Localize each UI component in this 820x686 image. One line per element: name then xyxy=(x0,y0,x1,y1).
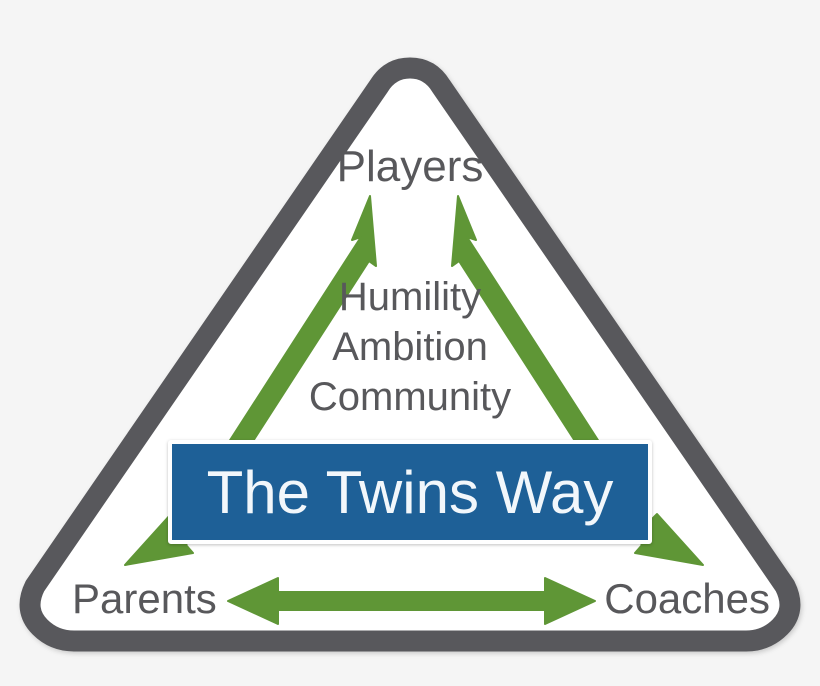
core-value-ambition: Ambition xyxy=(332,325,488,369)
arrow-parents-coaches xyxy=(227,577,596,625)
banner-title: The Twins Way xyxy=(206,458,614,526)
node-label-parents: Parents xyxy=(72,575,217,622)
arrow-coaches-players xyxy=(451,195,704,566)
core-value-community: Community xyxy=(308,375,512,419)
arrow-parents-players xyxy=(124,195,377,566)
node-label-coaches: Coaches xyxy=(604,575,770,622)
core-values-list: Humility Ambition Community xyxy=(0,272,820,422)
twins-way-banner: The Twins Way xyxy=(168,440,652,544)
core-value-humility: Humility xyxy=(338,275,482,319)
node-label-players: Players xyxy=(336,142,484,191)
